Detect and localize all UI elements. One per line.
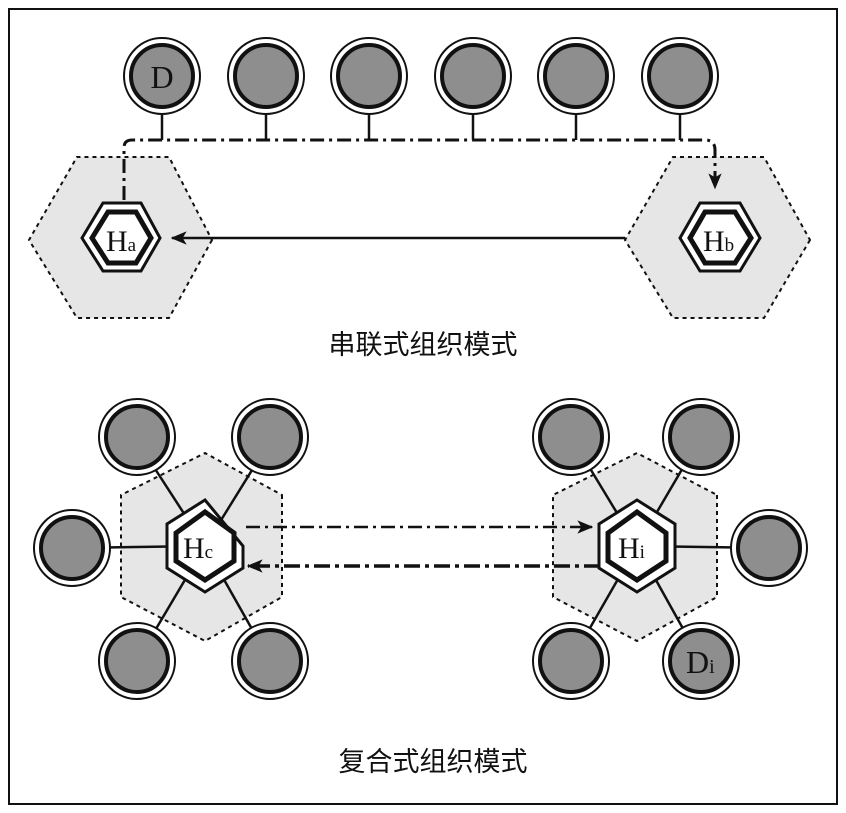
serial-node-2 xyxy=(227,37,305,115)
composite-node-i-top-left xyxy=(532,398,610,476)
composite-mode-section: Di Hc Hi 复合式组织模式 xyxy=(33,398,808,778)
composite-node-i-top-right xyxy=(662,398,740,476)
serial-node-3 xyxy=(330,37,408,115)
serial-node-5 xyxy=(537,37,615,115)
composite-mode-caption: 复合式组织模式 xyxy=(339,747,528,778)
hub-hi: Hi xyxy=(597,498,677,594)
serial-mode-caption: 串联式组织模式 xyxy=(329,330,518,361)
serial-node-stems xyxy=(160,113,682,140)
composite-node-i-right xyxy=(730,509,808,587)
hub-ha-label: Ha xyxy=(106,225,137,258)
serial-node-first-label: D xyxy=(150,59,173,95)
composite-node-c-bottom-right xyxy=(231,622,309,700)
hub-hc-label: Hc xyxy=(183,532,213,565)
composite-nodes xyxy=(33,398,808,700)
composite-node-c-left xyxy=(33,509,111,587)
serial-node-1 xyxy=(123,37,201,115)
hub-hb: Hb xyxy=(678,201,762,273)
composite-node-c-bottom-left xyxy=(98,622,176,700)
hub-hc: Hc xyxy=(165,498,245,594)
composite-node-c-top-right xyxy=(231,398,309,476)
serial-node-4 xyxy=(434,37,512,115)
hub-hb-label: Hb xyxy=(703,225,734,258)
serial-mode-section: D Ha Hb 串联式组织模式 xyxy=(27,37,812,361)
hub-ha: Ha xyxy=(80,201,162,273)
composite-node-c-top-left xyxy=(98,398,176,476)
serial-node-6 xyxy=(641,37,719,115)
serial-bus-line xyxy=(122,138,722,200)
serial-node-row xyxy=(123,37,719,115)
hub-hi-label: Hi xyxy=(618,532,645,565)
composite-node-label: Di xyxy=(686,644,715,680)
composite-node-i-bottom-right xyxy=(662,622,740,700)
composite-node-i-bottom-left xyxy=(532,622,610,700)
